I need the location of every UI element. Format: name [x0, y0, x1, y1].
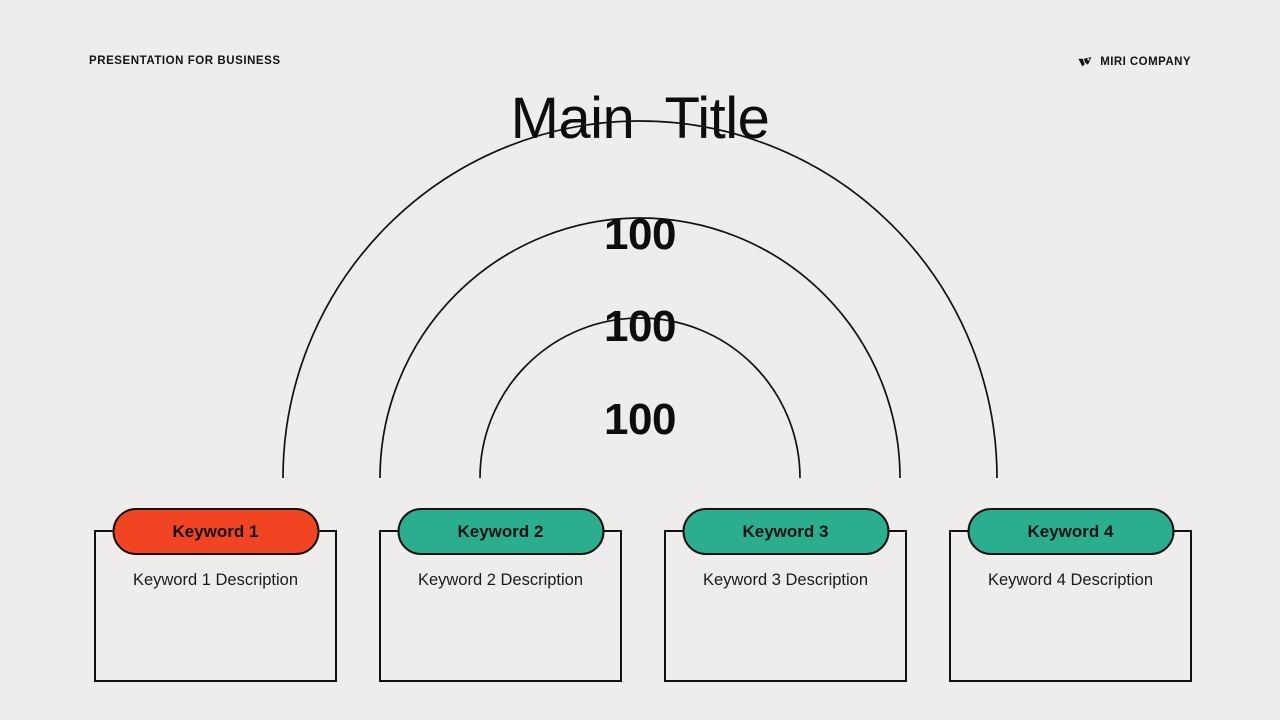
keyword-card-2: Keyword 2 Keyword 2 Description: [379, 508, 622, 682]
arc-value-middle: 100: [604, 302, 676, 351]
presentation-kicker: PRESENTATION FOR BUSINESS: [89, 55, 281, 67]
arc-value-inner: 100: [604, 395, 676, 444]
arc-value-outer: 100: [604, 210, 676, 259]
keyword-pill-4[interactable]: Keyword 4: [967, 508, 1174, 555]
keyword-pill-3[interactable]: Keyword 3: [682, 508, 889, 555]
keyword-description-1: Keyword 1 Description: [132, 571, 299, 589]
keyword-description-3: Keyword 3 Description: [702, 571, 869, 589]
miri-logo-mark-icon: [1078, 57, 1092, 67]
brand-name: MIRI COMPANY: [1100, 56, 1191, 68]
arc-outer: [282, 120, 998, 479]
keyword-description-2: Keyword 2 Description: [417, 571, 584, 589]
keyword-pill-2[interactable]: Keyword 2: [397, 508, 604, 555]
keyword-pill-1[interactable]: Keyword 1: [112, 508, 319, 555]
slide-header: PRESENTATION FOR BUSINESS MIRI COMPANY: [0, 0, 1280, 110]
keyword-card-4: Keyword 4 Keyword 4 Description: [949, 508, 1192, 682]
keyword-description-4: Keyword 4 Description: [987, 571, 1154, 589]
keyword-card-3: Keyword 3 Keyword 3 Description: [664, 508, 907, 682]
brand-lockup: MIRI COMPANY: [1077, 54, 1191, 70]
arc-inner: [479, 317, 801, 479]
keyword-card-1: Keyword 1 Keyword 1 Description: [94, 508, 337, 682]
arc-middle: [379, 217, 901, 479]
